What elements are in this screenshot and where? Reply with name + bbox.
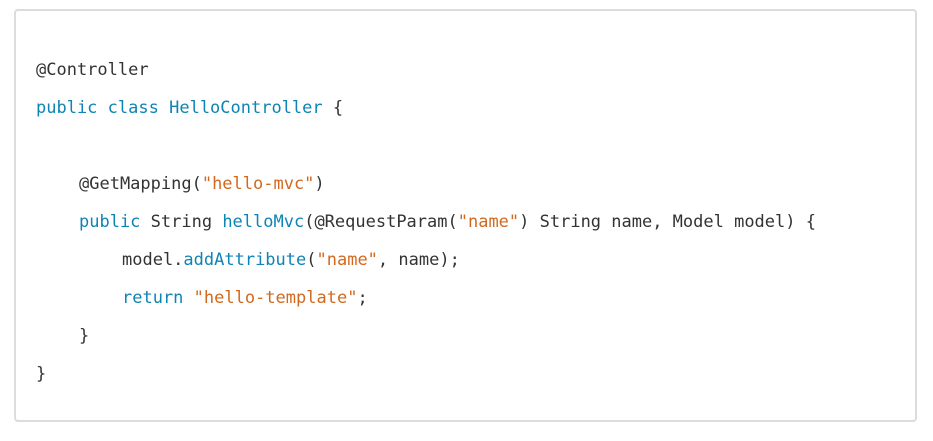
code-block: @Controller public class HelloController… xyxy=(14,9,917,422)
code-line-4: @GetMapping("hello-mvc") xyxy=(36,165,816,203)
class-name: HelloController xyxy=(169,98,323,118)
open-brace: { xyxy=(322,98,344,118)
keyword-return: return xyxy=(122,288,184,308)
code-line-2: public class HelloController { xyxy=(36,89,816,127)
call-open: ( xyxy=(306,250,317,270)
annotation-close: ) xyxy=(314,174,325,194)
code-line-9: } xyxy=(36,355,816,393)
method-close-brace: } xyxy=(79,326,90,346)
param-open: (@RequestParam( xyxy=(304,212,458,232)
param-name-string: "name" xyxy=(457,212,520,232)
keyword-class: class xyxy=(107,98,159,118)
controller-annotation: @Controller xyxy=(36,60,149,80)
param-rest: ) String name, Model model) { xyxy=(519,212,816,232)
keyword-public: public xyxy=(79,212,141,232)
model-object: model. xyxy=(122,250,184,270)
code-line-blank xyxy=(36,127,816,165)
semicolon: ; xyxy=(357,288,368,308)
getmapping-annotation: @GetMapping( xyxy=(79,174,202,194)
keyword-public: public xyxy=(36,98,98,118)
code-line-7: return "hello-template"; xyxy=(36,279,816,317)
template-name-string: "hello-template" xyxy=(193,288,358,308)
attribute-name-string: "name" xyxy=(316,250,378,270)
return-type: String xyxy=(140,212,223,232)
method-name: helloMvc xyxy=(222,212,305,232)
code-line-8: } xyxy=(36,317,816,355)
mapping-path-string: "hello-mvc" xyxy=(201,174,315,194)
code-line-5: public String helloMvc(@RequestParam("na… xyxy=(36,203,816,241)
code-line-1: @Controller xyxy=(36,51,816,89)
code-line-6: model.addAttribute("name", name); xyxy=(36,241,816,279)
class-close-brace: } xyxy=(36,364,47,384)
add-attribute-method: addAttribute xyxy=(183,250,307,270)
call-rest: , name); xyxy=(377,250,460,270)
code-content: @Controller public class HelloController… xyxy=(36,51,816,393)
